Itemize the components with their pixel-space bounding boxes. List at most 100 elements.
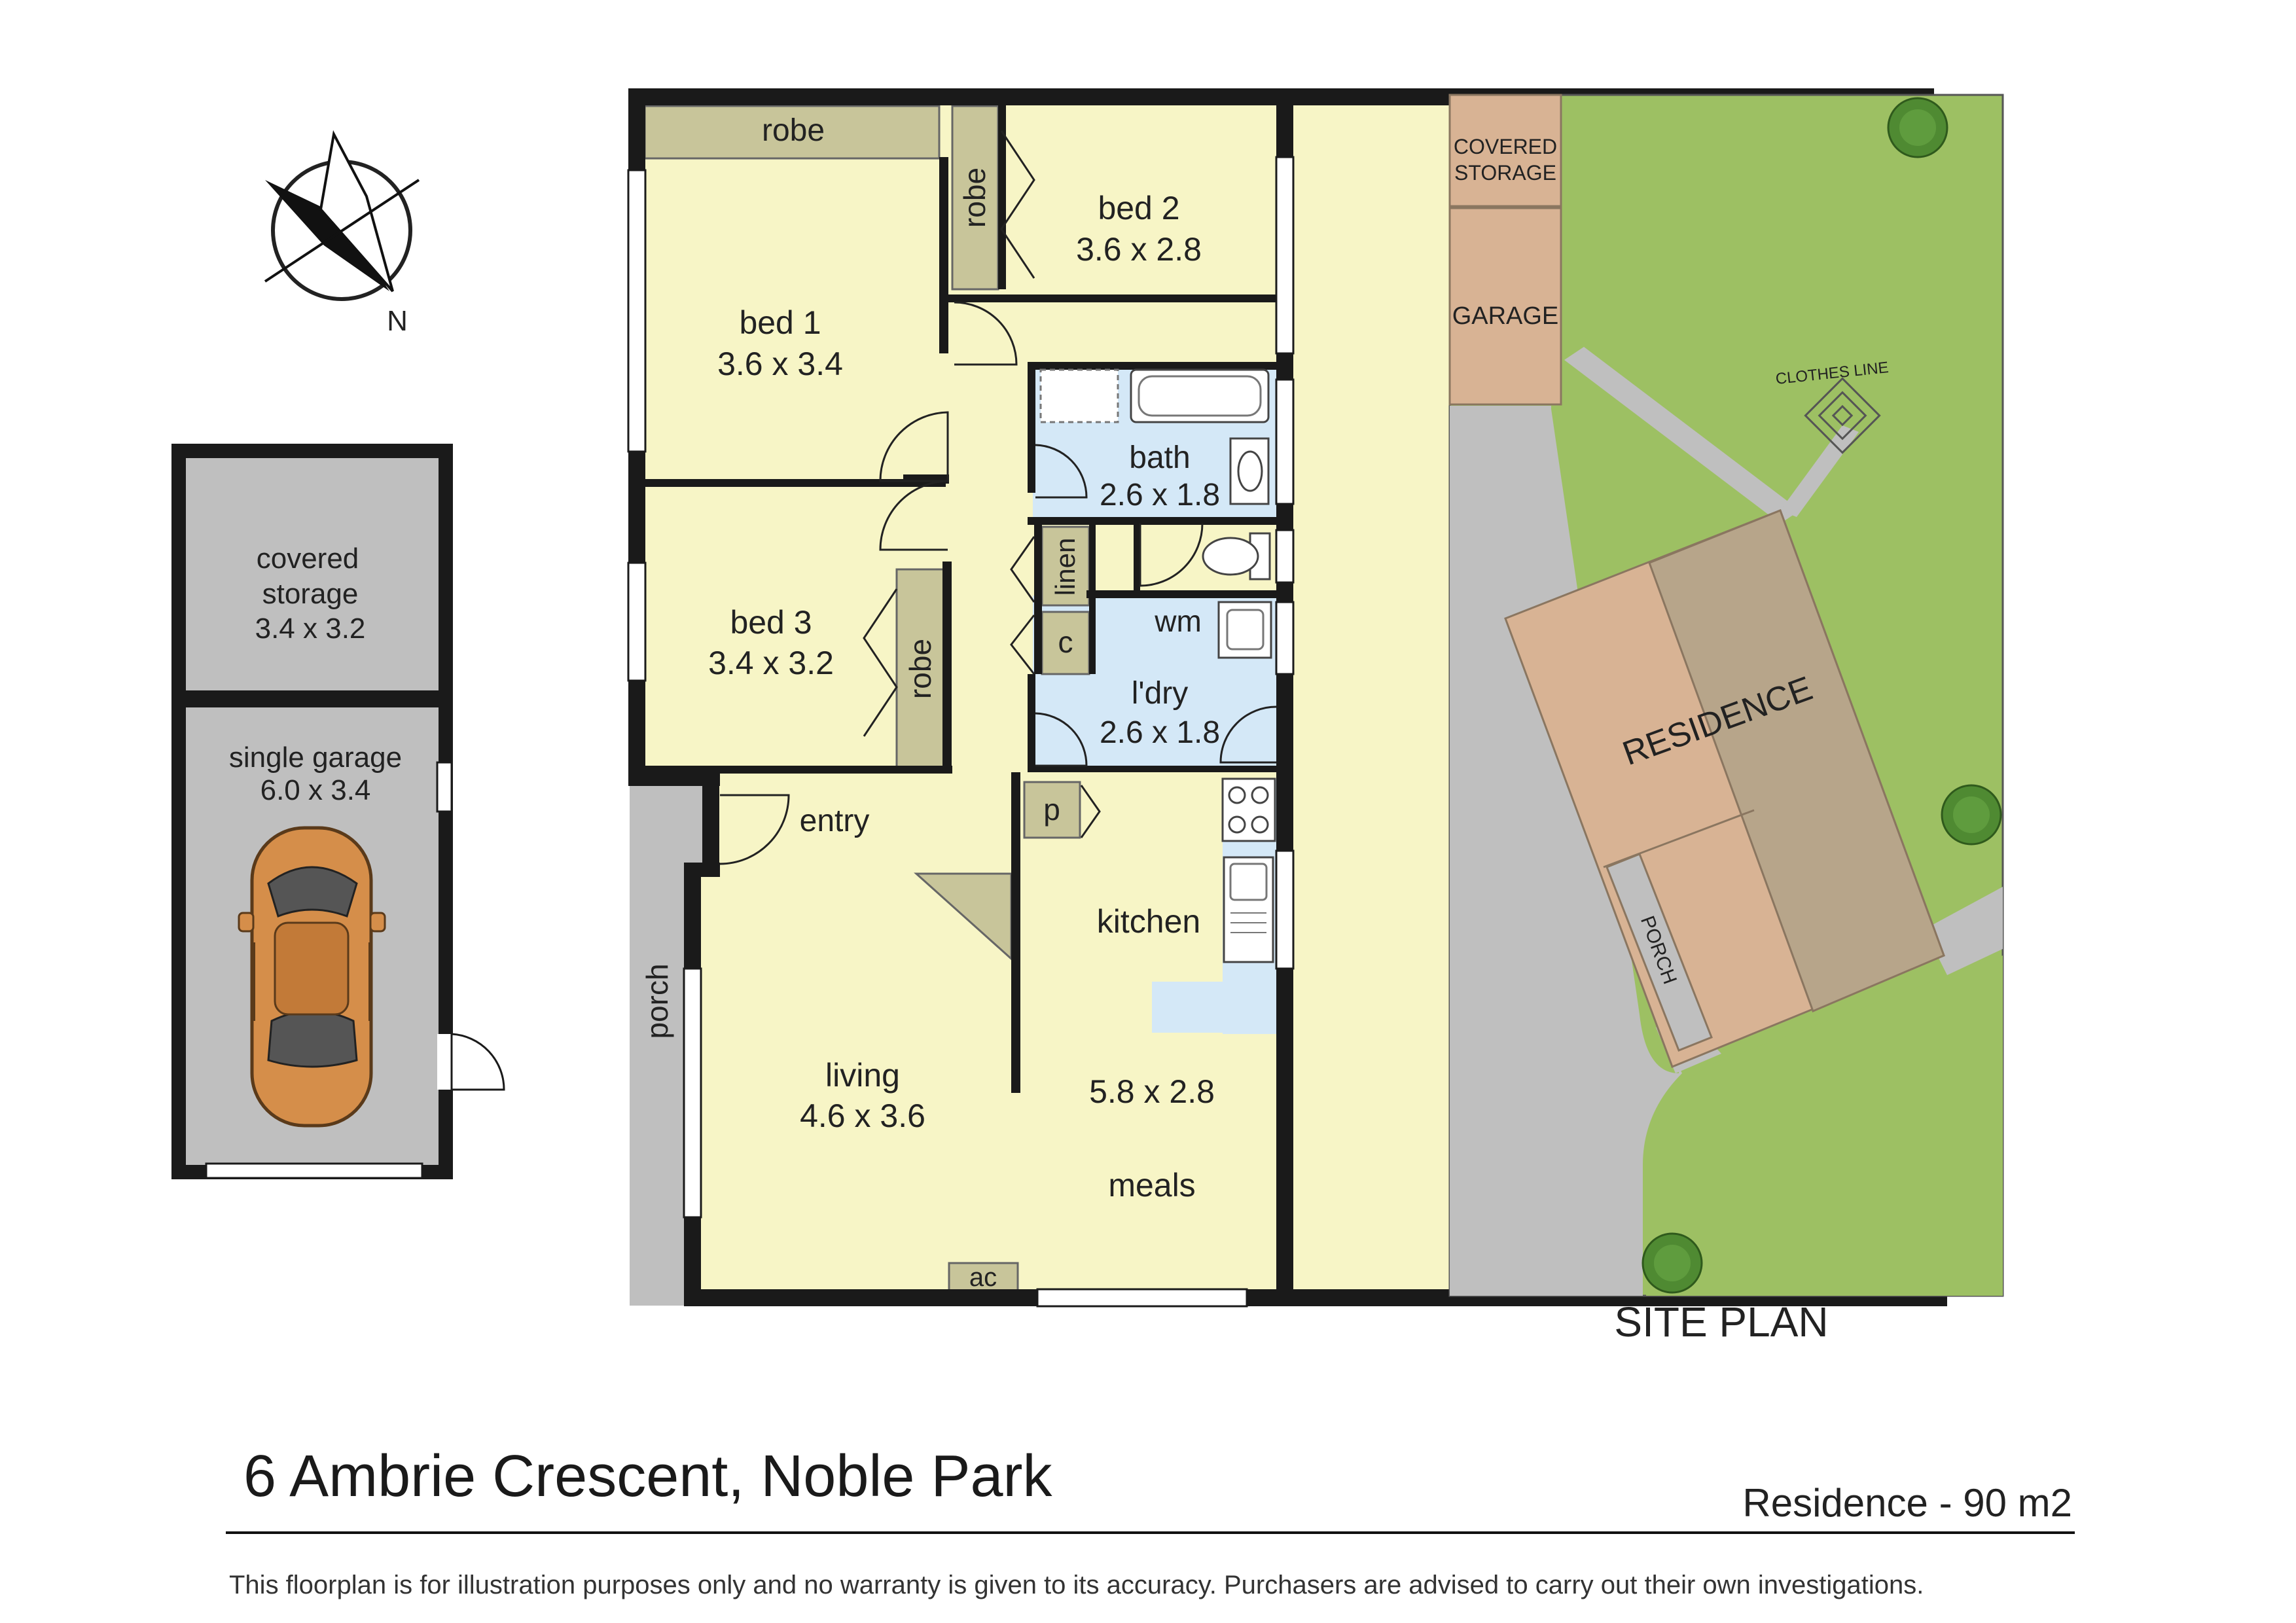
front-lawn xyxy=(1646,955,2003,1296)
garage-side-window xyxy=(436,761,453,813)
site-plan: COVERED STORAGE GARAGE RESIDENCE PORCH C… xyxy=(1448,94,2004,1346)
door-wc xyxy=(1139,523,1204,587)
wall-laundry-bottom xyxy=(1028,766,1276,772)
wall-robe-bed2-right xyxy=(998,105,1006,289)
window-bed3 xyxy=(627,562,647,682)
linen-fill xyxy=(1041,526,1090,607)
basin-icon xyxy=(1229,437,1270,505)
car-icon xyxy=(238,826,386,1128)
garage-label: single garage xyxy=(229,741,402,774)
porch-fill xyxy=(630,785,685,1306)
door-bed2 xyxy=(954,301,1018,366)
window-bed2 xyxy=(1275,156,1295,355)
wall-bath-left xyxy=(1028,362,1035,493)
sink-icon xyxy=(1223,856,1274,963)
site-residence: RESIDENCE PORCH xyxy=(1504,509,1945,1068)
door-c xyxy=(1010,615,1035,675)
bathtub-icon xyxy=(1130,368,1270,423)
bed2-size: 3.6 x 2.8 xyxy=(1076,231,1202,268)
path-garage xyxy=(1564,347,1800,524)
bath-size: 2.6 x 1.8 xyxy=(1100,478,1220,512)
compass-axis xyxy=(264,179,420,283)
door-bed1 xyxy=(879,411,949,482)
kitchen-label: kitchen xyxy=(1097,903,1200,940)
door-laundry-ext xyxy=(1219,705,1277,764)
clothes-line-icon xyxy=(1804,377,1881,454)
compass-needle-dark xyxy=(265,180,389,291)
wall-laundry-left xyxy=(1028,674,1035,769)
covered-storage-label-2: storage xyxy=(262,578,359,610)
wall-bath-top xyxy=(1028,362,1276,370)
laundry-tub-icon xyxy=(1217,601,1272,659)
outbuilding-wall-top xyxy=(171,444,453,458)
bed3-size: 3.4 x 3.2 xyxy=(708,645,834,681)
covered-storage-label-1: covered xyxy=(257,543,359,575)
robe-bed2-label: robe xyxy=(958,168,992,228)
entry-label: entry xyxy=(800,804,870,838)
site-covered-storage-label-2: STORAGE xyxy=(1454,161,1556,185)
garage-side-door-swing xyxy=(450,1033,505,1091)
ac-label: ac xyxy=(969,1263,997,1292)
tree-icon xyxy=(1941,784,2002,846)
garage-side-door-gap xyxy=(437,1034,452,1090)
disclaimer-text: This floorplan is for illustration purpo… xyxy=(229,1571,1924,1599)
tree-icon xyxy=(1641,1232,1703,1294)
porch-label: porch xyxy=(640,963,674,1039)
door-bath xyxy=(1035,444,1088,499)
laundry-label: l'dry xyxy=(1132,676,1189,711)
residence-area: Residence - 90 m2 xyxy=(1742,1481,2072,1525)
outbuilding-divider xyxy=(171,690,453,707)
property-address: 6 Ambrie Crescent, Noble Park xyxy=(243,1444,1052,1509)
meals-size: 5.8 x 2.8 xyxy=(1089,1073,1215,1110)
site-garage xyxy=(1448,207,1562,406)
door-bed3 xyxy=(879,480,948,551)
wall-bed3-bottom xyxy=(645,766,952,774)
door-laundry xyxy=(1035,712,1088,767)
living-size: 4.6 x 3.6 xyxy=(800,1097,925,1134)
door-linen xyxy=(1010,536,1035,603)
door-entry xyxy=(719,794,790,865)
living-label: living xyxy=(825,1057,900,1094)
wall-bath-bottom xyxy=(1028,517,1276,525)
garage-door xyxy=(205,1162,423,1179)
wm-label: wm xyxy=(1154,604,1202,638)
p-fill xyxy=(1023,781,1081,839)
footer-divider xyxy=(226,1531,2075,1534)
toilet-icon xyxy=(1202,532,1271,580)
p-label: p xyxy=(1043,793,1060,827)
linen-label: linen xyxy=(1050,538,1081,596)
shower-icon xyxy=(1039,368,1119,423)
ac-fill xyxy=(948,1262,1019,1294)
wall-entry-bottom xyxy=(684,863,720,877)
window-kitchen xyxy=(1275,849,1295,970)
door-robe-bed2 xyxy=(1000,130,1035,279)
garage-size: 6.0 x 3.4 xyxy=(260,774,371,806)
robe-bed3-label: robe xyxy=(903,639,937,699)
door-p xyxy=(1080,785,1101,838)
bed3-label: bed 3 xyxy=(730,604,812,641)
compass-needle-light xyxy=(319,130,394,293)
wall-bed3-right xyxy=(942,562,952,771)
outbuilding-wall-left xyxy=(171,444,186,1179)
site-covered-storage-label-1: COVERED xyxy=(1454,135,1557,158)
robe-bed2-fill xyxy=(951,105,999,291)
bed2-label: bed 2 xyxy=(1098,190,1179,226)
wall-linen-right xyxy=(1089,524,1096,674)
site-porch xyxy=(1605,853,1713,1052)
laundry-size: 2.6 x 1.8 xyxy=(1100,715,1220,750)
window-laundry xyxy=(1275,601,1295,675)
wall-bed1-right xyxy=(939,157,948,353)
wall-linen-left xyxy=(1034,524,1042,674)
outbuilding: covered storage 3.4 x 3.2 single garage … xyxy=(171,444,505,1179)
wall-wc-left xyxy=(1134,517,1140,590)
site-covered-storage xyxy=(1448,94,1562,207)
window-meals xyxy=(1036,1288,1248,1308)
meals-label: meals xyxy=(1108,1167,1195,1204)
driveway xyxy=(1450,406,1682,1296)
site-plan-title: SITE PLAN xyxy=(1614,1298,1828,1346)
window-bath xyxy=(1275,378,1295,505)
wall-entry-side xyxy=(702,785,719,864)
window-wc xyxy=(1275,529,1295,584)
site-garage-label: GARAGE xyxy=(1452,302,1559,330)
